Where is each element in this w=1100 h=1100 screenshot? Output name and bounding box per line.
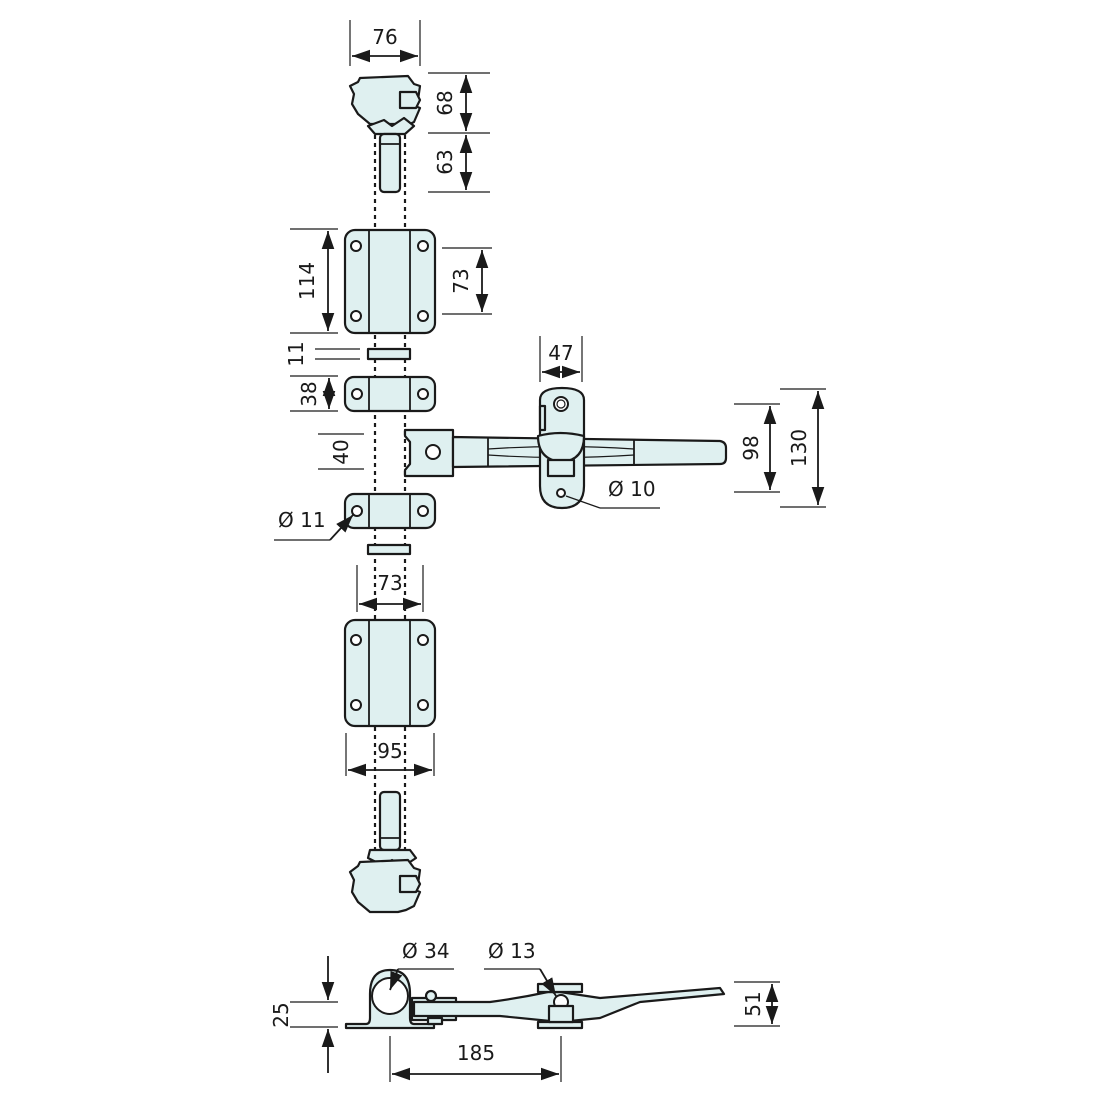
dim-hinge-height: 40 bbox=[318, 433, 364, 470]
lower-rod-guide bbox=[343, 492, 437, 530]
upper-mounting-bracket bbox=[343, 228, 437, 335]
dim-label-25: 25 bbox=[269, 1002, 293, 1027]
dim-hub-width: 47 bbox=[539, 336, 583, 382]
dim-label-40: 40 bbox=[329, 439, 353, 464]
dim-label-d13: Ø 13 bbox=[488, 939, 536, 963]
rod-washer-lower bbox=[366, 543, 412, 556]
top-latch-keeper bbox=[348, 74, 422, 194]
dim-label-47: 47 bbox=[548, 341, 573, 365]
lower-mounting-bracket bbox=[343, 618, 437, 728]
bottom-latch-keeper bbox=[348, 790, 422, 914]
dim-handle-hole: Ø 10 bbox=[565, 477, 660, 509]
dim-bracket-hole-spacing: 73 bbox=[442, 247, 492, 315]
dim-label-73-lower: 73 bbox=[377, 571, 402, 595]
dim-label-98: 98 bbox=[739, 435, 763, 460]
dim-label-114: 114 bbox=[295, 262, 319, 300]
dim-top-latch-width: 76 bbox=[349, 20, 421, 66]
dim-guide-hole: Ø 11 bbox=[274, 508, 354, 541]
dim-label-76: 76 bbox=[372, 25, 397, 49]
dim-label-51: 51 bbox=[741, 991, 765, 1016]
dim-label-130: 130 bbox=[787, 429, 811, 467]
dim-label-11: 11 bbox=[284, 341, 308, 366]
rod-washer-upper bbox=[366, 347, 412, 361]
dim-label-95: 95 bbox=[377, 739, 402, 763]
dim-guide-height: 38 bbox=[290, 375, 338, 412]
side-view bbox=[344, 968, 726, 1030]
dim-label-68: 68 bbox=[433, 90, 457, 115]
dim-label-d34: Ø 34 bbox=[402, 939, 450, 963]
dim-label-73-upper: 73 bbox=[449, 268, 473, 293]
dim-label-185: 185 bbox=[457, 1041, 495, 1065]
dim-side-pin: Ø 13 bbox=[484, 939, 557, 997]
dim-bracket-height: 114 bbox=[290, 228, 338, 334]
dim-label-63: 63 bbox=[433, 149, 457, 174]
dim-label-d10: Ø 10 bbox=[608, 477, 656, 501]
dim-side-handle-height: 51 bbox=[734, 981, 780, 1027]
dim-label-d11: Ø 11 bbox=[278, 508, 326, 532]
upper-rod-guide bbox=[343, 375, 437, 413]
dim-label-38: 38 bbox=[297, 381, 321, 406]
dim-side-mount-height: 25 bbox=[269, 956, 338, 1073]
dim-lower-bracket-width: 95 bbox=[345, 733, 435, 777]
dim-handle-heights: 98 130 bbox=[734, 388, 826, 508]
dim-top-latch-height: 68 63 bbox=[428, 72, 490, 193]
dim-side-length: 185 bbox=[389, 1036, 562, 1082]
dim-side-pipe: Ø 34 bbox=[389, 939, 454, 991]
dim-lower-hole-spacing: 73 bbox=[356, 565, 424, 612]
dim-washer-thickness: 11 bbox=[284, 341, 360, 367]
handle-front-view bbox=[403, 386, 728, 510]
